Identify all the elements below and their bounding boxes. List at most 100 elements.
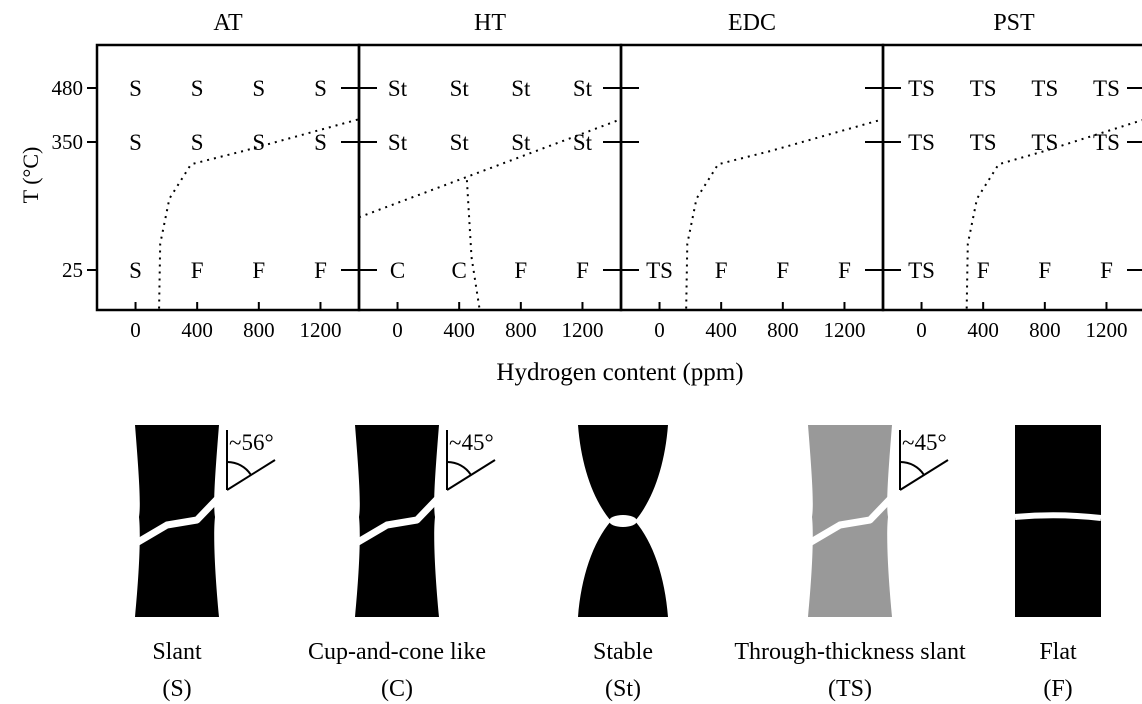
x-tick-label: 400 <box>443 318 475 342</box>
y-tick-label: 25 <box>62 258 83 282</box>
mode-name: Slant <box>152 639 202 665</box>
mode-label: S <box>129 76 142 101</box>
mode-label: St <box>450 130 470 155</box>
mode-label: F <box>252 258 265 283</box>
mode-code: (F) <box>1043 676 1072 702</box>
mode-label: TS <box>646 258 673 283</box>
panel-frame-PST <box>881 43 1142 312</box>
specimen-body <box>1015 425 1101 617</box>
angle-arc <box>446 460 472 476</box>
panel-title-AT: AT <box>213 10 243 36</box>
x-tick-label: 800 <box>243 318 275 342</box>
mode-label: TS <box>970 76 997 101</box>
x-tick-label: 800 <box>767 318 799 342</box>
mode-label: TS <box>908 130 935 155</box>
mode-code: (S) <box>162 676 191 702</box>
x-tick-label: 1200 <box>561 318 603 342</box>
x-axis-label: Hydrogen content (ppm) <box>496 359 743 386</box>
x-tick-label: 800 <box>505 318 537 342</box>
angle-arc <box>899 460 925 476</box>
angle-label: ~45° <box>902 430 947 455</box>
fracture-modes: ~56° Slant (S) ~45° Cup-and-cone like (C) Stab… <box>131 425 1102 702</box>
mode-label: F <box>977 258 990 283</box>
mode-label: St <box>573 130 593 155</box>
mode-code: (C) <box>381 676 413 702</box>
mode-label: St <box>511 130 531 155</box>
mode-label: C <box>452 258 467 283</box>
mode-label: TS <box>908 76 935 101</box>
x-tick-label: 400 <box>181 318 213 342</box>
specimen-TS: ~45° Through-thickness slant (TS) <box>734 425 966 702</box>
x-tick-label: 800 <box>1029 318 1061 342</box>
mode-label: TS <box>1031 130 1058 155</box>
mode-label: St <box>388 130 408 155</box>
y-tick-label: 350 <box>52 130 84 154</box>
transition-boundary <box>158 118 359 310</box>
angle-label: ~56° <box>229 430 274 455</box>
specimen-C: ~45° Cup-and-cone like (C) <box>308 425 496 702</box>
mode-name: Flat <box>1039 639 1077 665</box>
x-tick-label: 400 <box>705 318 737 342</box>
mode-label: S <box>314 130 327 155</box>
mode-label: S <box>252 130 265 155</box>
mode-code: (TS) <box>828 676 872 702</box>
panel-title-PST: PST <box>993 10 1035 36</box>
mode-label: F <box>776 258 789 283</box>
transition-boundary <box>465 180 481 310</box>
fracture-crack <box>609 515 637 527</box>
mode-name: Through-thickness slant <box>734 639 966 665</box>
mode-label: S <box>129 130 142 155</box>
mode-label: S <box>191 76 204 101</box>
transition-boundary <box>965 119 1142 310</box>
x-tick-label: 0 <box>654 318 665 342</box>
mode-code: (St) <box>605 676 641 702</box>
mode-label: St <box>511 76 531 101</box>
mode-label: F <box>1100 258 1113 283</box>
mode-label: F <box>191 258 204 283</box>
panel-title-EDC: EDC <box>728 10 776 36</box>
mode-label: S <box>129 258 142 283</box>
x-tick-label: 1200 <box>299 318 341 342</box>
x-tick-label: 1200 <box>1085 318 1127 342</box>
x-tick-label: 400 <box>967 318 999 342</box>
mode-name: Cup-and-cone like <box>308 639 486 665</box>
mode-label: F <box>514 258 527 283</box>
mode-label: St <box>388 76 408 101</box>
mode-label: S <box>252 76 265 101</box>
specimen-S: ~56° Slant (S) <box>131 425 276 702</box>
mode-label: TS <box>908 258 935 283</box>
y-axis-label: T (°C) <box>18 147 43 204</box>
mode-label: F <box>314 258 327 283</box>
fracture-crack <box>131 492 224 549</box>
fracture-crack <box>804 492 897 549</box>
mode-label: TS <box>1093 130 1120 155</box>
specimen-F: Flat (F) <box>1014 425 1102 702</box>
mode-label: St <box>450 76 470 101</box>
mode-label: TS <box>970 130 997 155</box>
x-tick-label: 0 <box>916 318 927 342</box>
mode-label: TS <box>1093 76 1120 101</box>
fracture-crack <box>1014 512 1102 521</box>
panel-title-HT: HT <box>474 10 506 36</box>
specimen-St: Stable (St) <box>578 425 668 702</box>
mode-label: F <box>1038 258 1051 283</box>
mode-label: S <box>314 76 327 101</box>
fracture-crack <box>351 492 444 549</box>
mode-label: F <box>576 258 589 283</box>
mode-label: St <box>573 76 593 101</box>
mode-name: Stable <box>593 639 653 665</box>
x-tick-label: 0 <box>130 318 141 342</box>
y-tick-label: 480 <box>52 76 84 100</box>
mode-label: F <box>838 258 851 283</box>
mode-label: F <box>715 258 728 283</box>
x-tick-label: 0 <box>392 318 403 342</box>
mode-label: C <box>390 258 405 283</box>
mode-label: S <box>191 130 204 155</box>
angle-arc <box>226 460 252 476</box>
angle-label: ~45° <box>449 430 494 455</box>
x-tick-label: 1200 <box>823 318 865 342</box>
mode-label: TS <box>1031 76 1058 101</box>
transition-boundary <box>685 118 883 310</box>
